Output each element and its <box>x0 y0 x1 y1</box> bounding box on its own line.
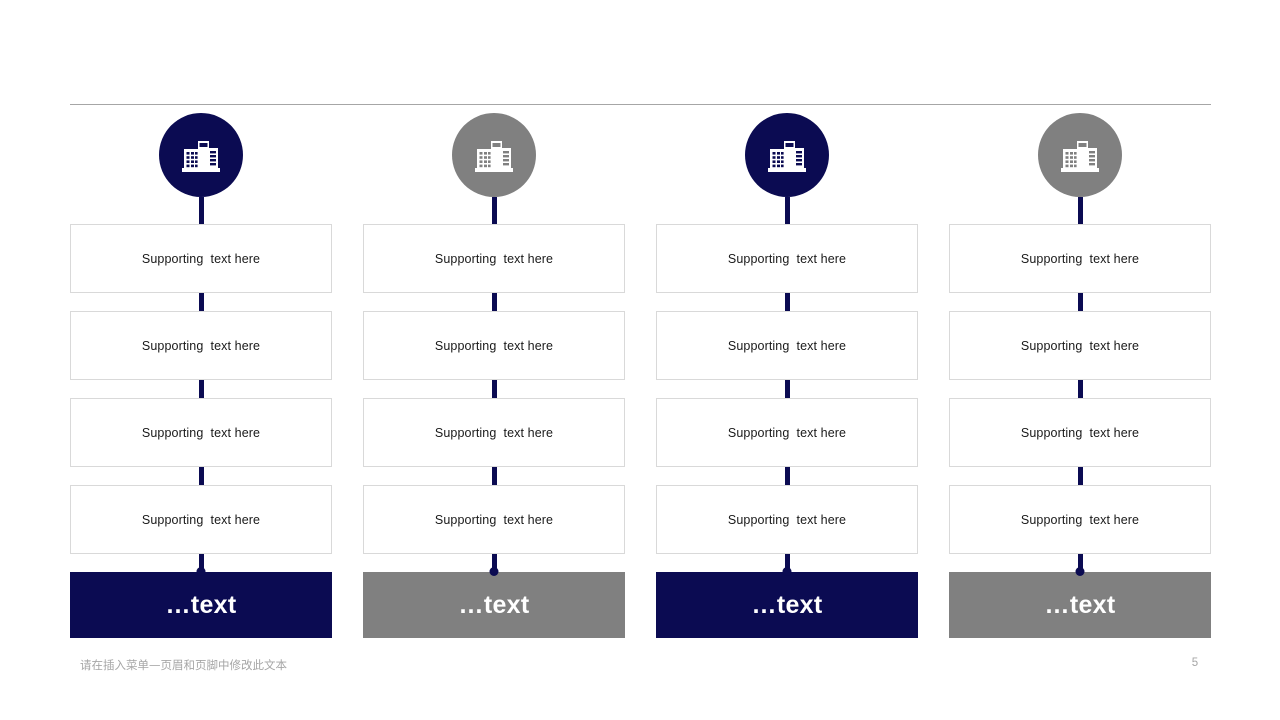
building-icon <box>180 134 222 176</box>
supporting-text-box[interactable]: Supporting text here <box>656 311 918 380</box>
supporting-text-label: Supporting text here <box>727 512 847 527</box>
category-bar[interactable]: …text <box>656 572 918 638</box>
supporting-text-box[interactable]: Supporting text here <box>949 398 1211 467</box>
category-bar[interactable]: …text <box>363 572 625 638</box>
supporting-text-box[interactable]: Supporting text here <box>363 311 625 380</box>
supporting-text-label: Supporting text here <box>141 425 261 440</box>
box-connector <box>1077 380 1083 398</box>
box-connector <box>198 293 204 311</box>
supporting-text-box[interactable]: Supporting text here <box>363 398 625 467</box>
box-connector <box>491 467 497 485</box>
supporting-text-box[interactable]: Supporting text here <box>656 398 918 467</box>
supporting-text-label: Supporting text here <box>727 251 847 266</box>
box-connector-end <box>1075 554 1085 576</box>
supporting-text-box[interactable]: Supporting text here <box>70 311 332 380</box>
connector-dot <box>782 567 792 576</box>
supporting-text-label: Supporting text here <box>1020 251 1140 266</box>
supporting-text-label: Supporting text here <box>141 338 261 353</box>
supporting-text-box[interactable]: Supporting text here <box>656 485 918 554</box>
timeline-column-1[interactable]: Supporting text here Supporting text her… <box>70 113 332 643</box>
category-bar-label: …text <box>1044 590 1116 619</box>
box-connector <box>784 467 790 485</box>
supporting-text-box[interactable]: Supporting text here <box>70 485 332 554</box>
category-bar[interactable]: …text <box>949 572 1211 638</box>
box-connector <box>491 380 497 398</box>
timeline-column-2[interactable]: Supporting text here Supporting text her… <box>363 113 625 643</box>
box-connector <box>491 293 497 311</box>
building-icon-circle-2[interactable] <box>452 113 536 197</box>
supporting-text-box[interactable]: Supporting text here <box>70 398 332 467</box>
supporting-text-label: Supporting text here <box>141 251 261 266</box>
column-group: Supporting text here Supporting text her… <box>70 113 1211 643</box>
slide-page-number: 5 <box>1191 657 1199 669</box>
supporting-text-label: Supporting text here <box>141 512 261 527</box>
slide-footer-text: 请在插入菜单—页眉和页脚中修改此文本 <box>80 658 287 672</box>
supporting-text-label: Supporting text here <box>1020 425 1140 440</box>
box-connector <box>1077 467 1083 485</box>
box-connector <box>784 380 790 398</box>
supporting-text-label: Supporting text here <box>434 512 554 527</box>
building-icon-circle-4[interactable] <box>1038 113 1122 197</box>
supporting-text-label: Supporting text here <box>727 425 847 440</box>
box-connector <box>198 467 204 485</box>
supporting-text-box[interactable]: Supporting text here <box>949 224 1211 293</box>
supporting-text-box[interactable]: Supporting text here <box>70 224 332 293</box>
supporting-text-box[interactable]: Supporting text here <box>363 224 625 293</box>
supporting-text-box[interactable]: Supporting text here <box>363 485 625 554</box>
box-connector <box>1077 293 1083 311</box>
building-icon <box>473 134 515 176</box>
header-divider <box>70 104 1211 105</box>
supporting-text-label: Supporting text here <box>434 251 554 266</box>
supporting-text-label: Supporting text here <box>1020 512 1140 527</box>
box-connector <box>198 380 204 398</box>
stem-connector <box>784 197 790 224</box>
category-bar-label: …text <box>165 590 237 619</box>
timeline-column-4[interactable]: Supporting text here Supporting text her… <box>949 113 1211 643</box>
stem-connector <box>491 197 497 224</box>
box-connector-end <box>782 554 792 576</box>
supporting-text-label: Supporting text here <box>434 338 554 353</box>
supporting-text-label: Supporting text here <box>1020 338 1140 353</box>
box-connector-end <box>489 554 499 576</box>
supporting-text-box[interactable]: Supporting text here <box>949 485 1211 554</box>
building-icon <box>1059 134 1101 176</box>
timeline-column-3[interactable]: Supporting text here Supporting text her… <box>656 113 918 643</box>
category-bar-label: …text <box>751 590 823 619</box>
category-bar-label: …text <box>458 590 530 619</box>
building-icon-circle-1[interactable] <box>159 113 243 197</box>
connector-dot <box>489 567 499 576</box>
building-icon <box>766 134 808 176</box>
supporting-text-box[interactable]: Supporting text here <box>949 311 1211 380</box>
building-icon-circle-3[interactable] <box>745 113 829 197</box>
box-connector <box>784 293 790 311</box>
stem-connector <box>1077 197 1083 224</box>
connector-dot <box>1075 567 1085 576</box>
supporting-text-label: Supporting text here <box>727 338 847 353</box>
stem-connector <box>198 197 204 224</box>
box-connector-end <box>196 554 206 576</box>
supporting-text-label: Supporting text here <box>434 425 554 440</box>
connector-dot <box>196 567 206 576</box>
supporting-text-box[interactable]: Supporting text here <box>656 224 918 293</box>
category-bar[interactable]: …text <box>70 572 332 638</box>
